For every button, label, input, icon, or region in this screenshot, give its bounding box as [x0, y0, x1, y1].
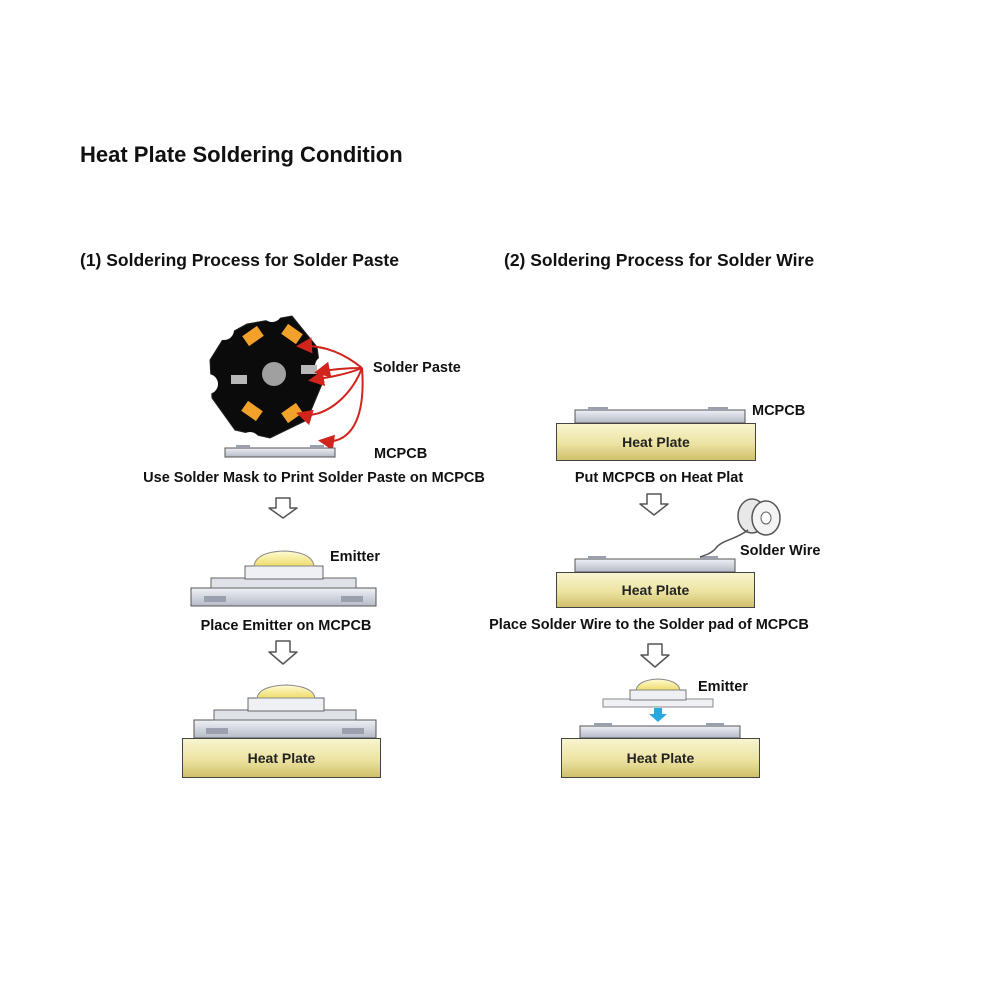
emitter-label: Emitter [698, 679, 748, 695]
solder-wire-spool-icon [699, 498, 781, 558]
solder-wire-label: Solder Wire [740, 543, 821, 559]
emitter-hovering [602, 678, 714, 708]
heat-plate-label: Heat Plate [626, 750, 695, 766]
mcpcb-on-heat-plate [574, 556, 736, 573]
page-title: Heat Plate Soldering Condition [80, 142, 403, 167]
mcpcb-with-emitter [190, 550, 377, 607]
heat-plate: Heat Plate [556, 423, 756, 461]
heat-plate-label: Heat Plate [247, 750, 316, 766]
mcpcb-on-heat-plate [574, 407, 746, 424]
down-arrow-icon [268, 497, 298, 519]
heat-plate: Heat Plate [556, 572, 755, 608]
section-heading-solder-paste: (1) Soldering Process for Solder Paste [80, 250, 399, 270]
heat-plate-label: Heat Plate [621, 582, 690, 598]
emitter-label: Emitter [330, 549, 380, 565]
mcpcb-with-emitter-on-heat-plate [193, 684, 377, 739]
down-arrow-icon [268, 640, 298, 665]
step-caption-print-solder-paste: Use Solder Mask to Print Solder Paste on… [143, 470, 485, 486]
mcpcb-label: MCPCB [752, 403, 806, 419]
solder-paste-pads [231, 323, 317, 424]
step-caption-put-mcpcb: Put MCPCB on Heat Plat [574, 470, 744, 486]
step-caption-place-emitter: Place Emitter on MCPCB [200, 618, 372, 634]
heat-plate-label: Heat Plate [622, 434, 690, 450]
down-arrow-icon [639, 493, 669, 516]
section-heading-solder-wire: (2) Soldering Process for Solder Wire [504, 250, 815, 270]
down-arrow-icon [640, 643, 670, 668]
solder-paste-label: Solder Paste [373, 360, 461, 376]
step-caption-place-solder-wire: Place Solder Wire to the Solder pad of M… [489, 617, 809, 633]
heat-plate: Heat Plate [561, 738, 760, 778]
mcpcb-label: MCPCB [374, 446, 428, 462]
heat-plate: Heat Plate [182, 738, 381, 778]
mcpcb-side-view-small [224, 445, 336, 458]
solder-paste-pointer-arrows [296, 337, 364, 451]
placement-arrow-icon [649, 708, 667, 722]
mcpcb-on-heat-plate [579, 723, 741, 739]
